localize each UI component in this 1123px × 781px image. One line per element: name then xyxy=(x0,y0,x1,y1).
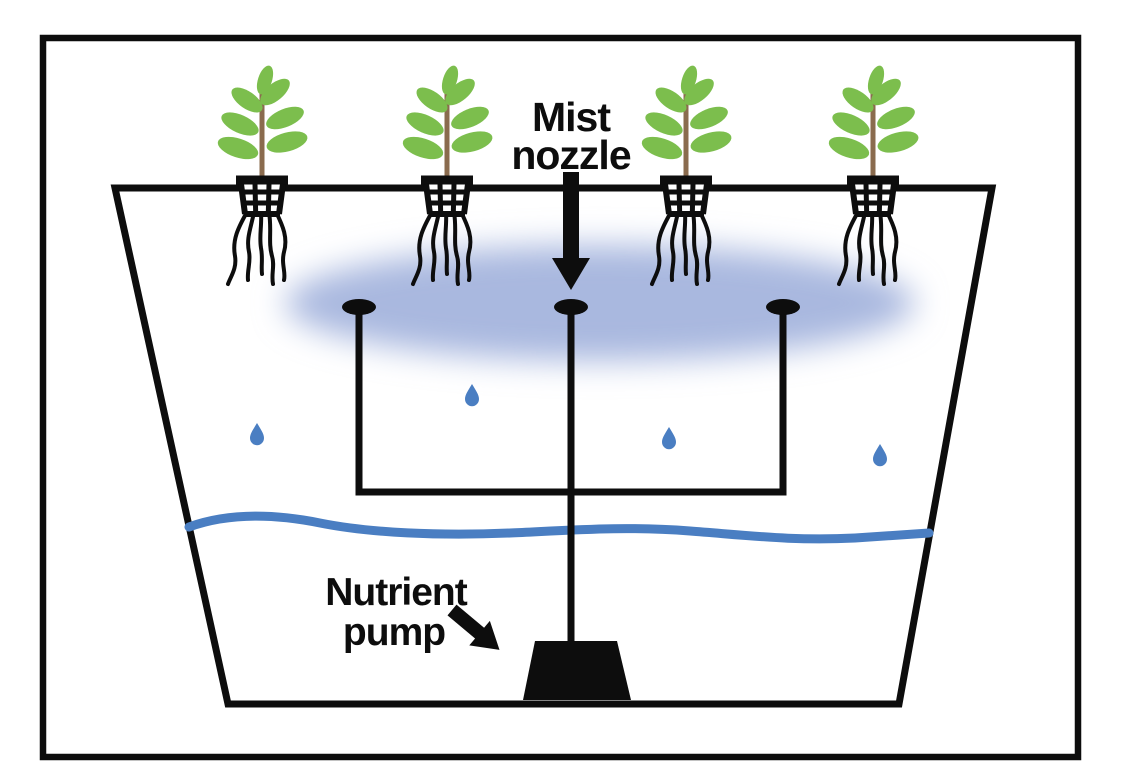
mist-nozzle-head xyxy=(554,299,588,315)
nutrient-pump-label-line1: Nutrient xyxy=(325,571,468,614)
water-surface xyxy=(184,511,934,544)
mist-droplet xyxy=(465,384,479,407)
mist-nozzle-arrow-icon xyxy=(552,172,590,290)
mist-droplet xyxy=(873,444,887,467)
mist-droplet xyxy=(662,427,676,450)
plant xyxy=(826,64,921,284)
spray-manifold-pipes xyxy=(355,307,787,641)
plant xyxy=(215,64,310,284)
mist-nozzle-label-line1: Mist xyxy=(532,94,611,140)
mist-droplet xyxy=(250,423,264,446)
nutrient-pump xyxy=(523,641,631,700)
mist-nozzle-head xyxy=(342,299,376,315)
mist-nozzle-head xyxy=(766,299,800,315)
nutrient-pump-arrow-icon xyxy=(447,604,500,650)
mist-nozzle-label-line2: nozzle xyxy=(511,132,630,178)
nutrient-pump-label-line2: pump xyxy=(343,611,445,654)
mist-cloud xyxy=(285,245,915,361)
outer-border xyxy=(39,34,1082,761)
